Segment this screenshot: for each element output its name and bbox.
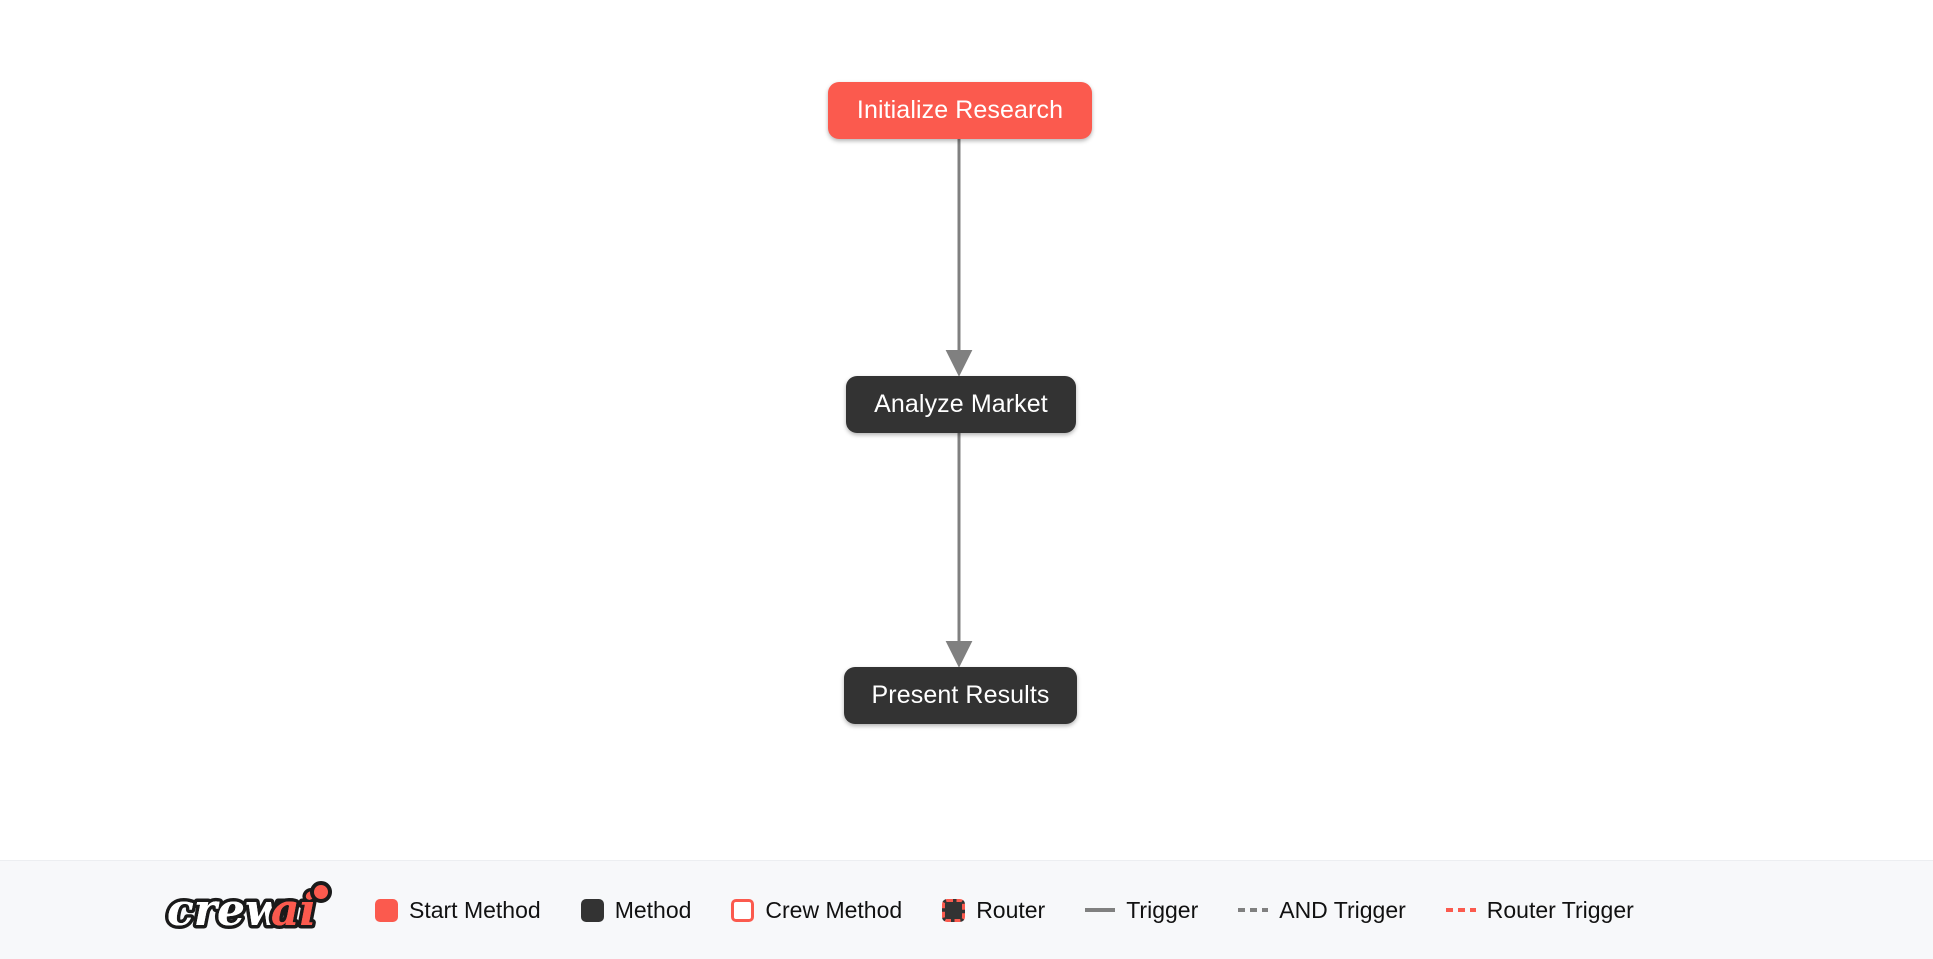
legend-item-router: Router bbox=[942, 896, 1046, 923]
legend-label: Trigger bbox=[1126, 896, 1199, 923]
flow-node-analyze-market[interactable]: Analyze Market bbox=[846, 376, 1076, 433]
flow-node-present-results[interactable]: Present Results bbox=[844, 667, 1077, 724]
trigger-line-icon bbox=[1085, 908, 1116, 912]
method-swatch-icon bbox=[580, 898, 604, 922]
legend-label: AND Trigger bbox=[1279, 896, 1406, 923]
flow-node-initialize-research[interactable]: Initialize Research bbox=[828, 82, 1092, 139]
legend-item-router-trigger: Router Trigger bbox=[1445, 896, 1634, 923]
flow-node-label: Analyze Market bbox=[874, 390, 1048, 418]
edge-layer bbox=[945, 139, 973, 668]
legend-item-and-trigger: AND Trigger bbox=[1238, 896, 1406, 923]
legend-items: Start Method Method Crew Method Router T… bbox=[375, 896, 1933, 923]
flow-node-label: Present Results bbox=[871, 681, 1050, 709]
and-trigger-line-icon bbox=[1238, 908, 1269, 912]
legend-label: Crew Method bbox=[765, 896, 903, 923]
crew-method-swatch-icon bbox=[731, 898, 755, 922]
svg-text:crew: crew bbox=[167, 885, 285, 936]
legend-item-method: Method bbox=[580, 896, 692, 923]
legend-item-crew-method: Crew Method bbox=[731, 896, 903, 923]
flow-node-label: Initialize Research bbox=[856, 96, 1064, 124]
svg-text:crew: crew bbox=[167, 885, 285, 936]
svg-text:ai: ai bbox=[271, 885, 316, 936]
router-trigger-line-icon bbox=[1445, 908, 1476, 912]
legend-label: Router bbox=[976, 896, 1046, 923]
start-method-swatch-icon bbox=[375, 898, 398, 922]
legend-label: Method bbox=[614, 896, 692, 923]
legend-label: Router Trigger bbox=[1486, 896, 1634, 923]
router-swatch-icon bbox=[942, 898, 966, 922]
legend-bar: crew crew ai ai Start Method Method Crew… bbox=[0, 860, 1933, 959]
legend-label: Start Method bbox=[409, 896, 541, 923]
flow-canvas[interactable]: Initialize Research Analyze Market Prese… bbox=[0, 0, 1933, 860]
legend-item-trigger: Trigger bbox=[1085, 896, 1199, 923]
crewai-logo: crew crew ai ai bbox=[163, 879, 345, 941]
legend-item-start-method: Start Method bbox=[375, 896, 541, 923]
